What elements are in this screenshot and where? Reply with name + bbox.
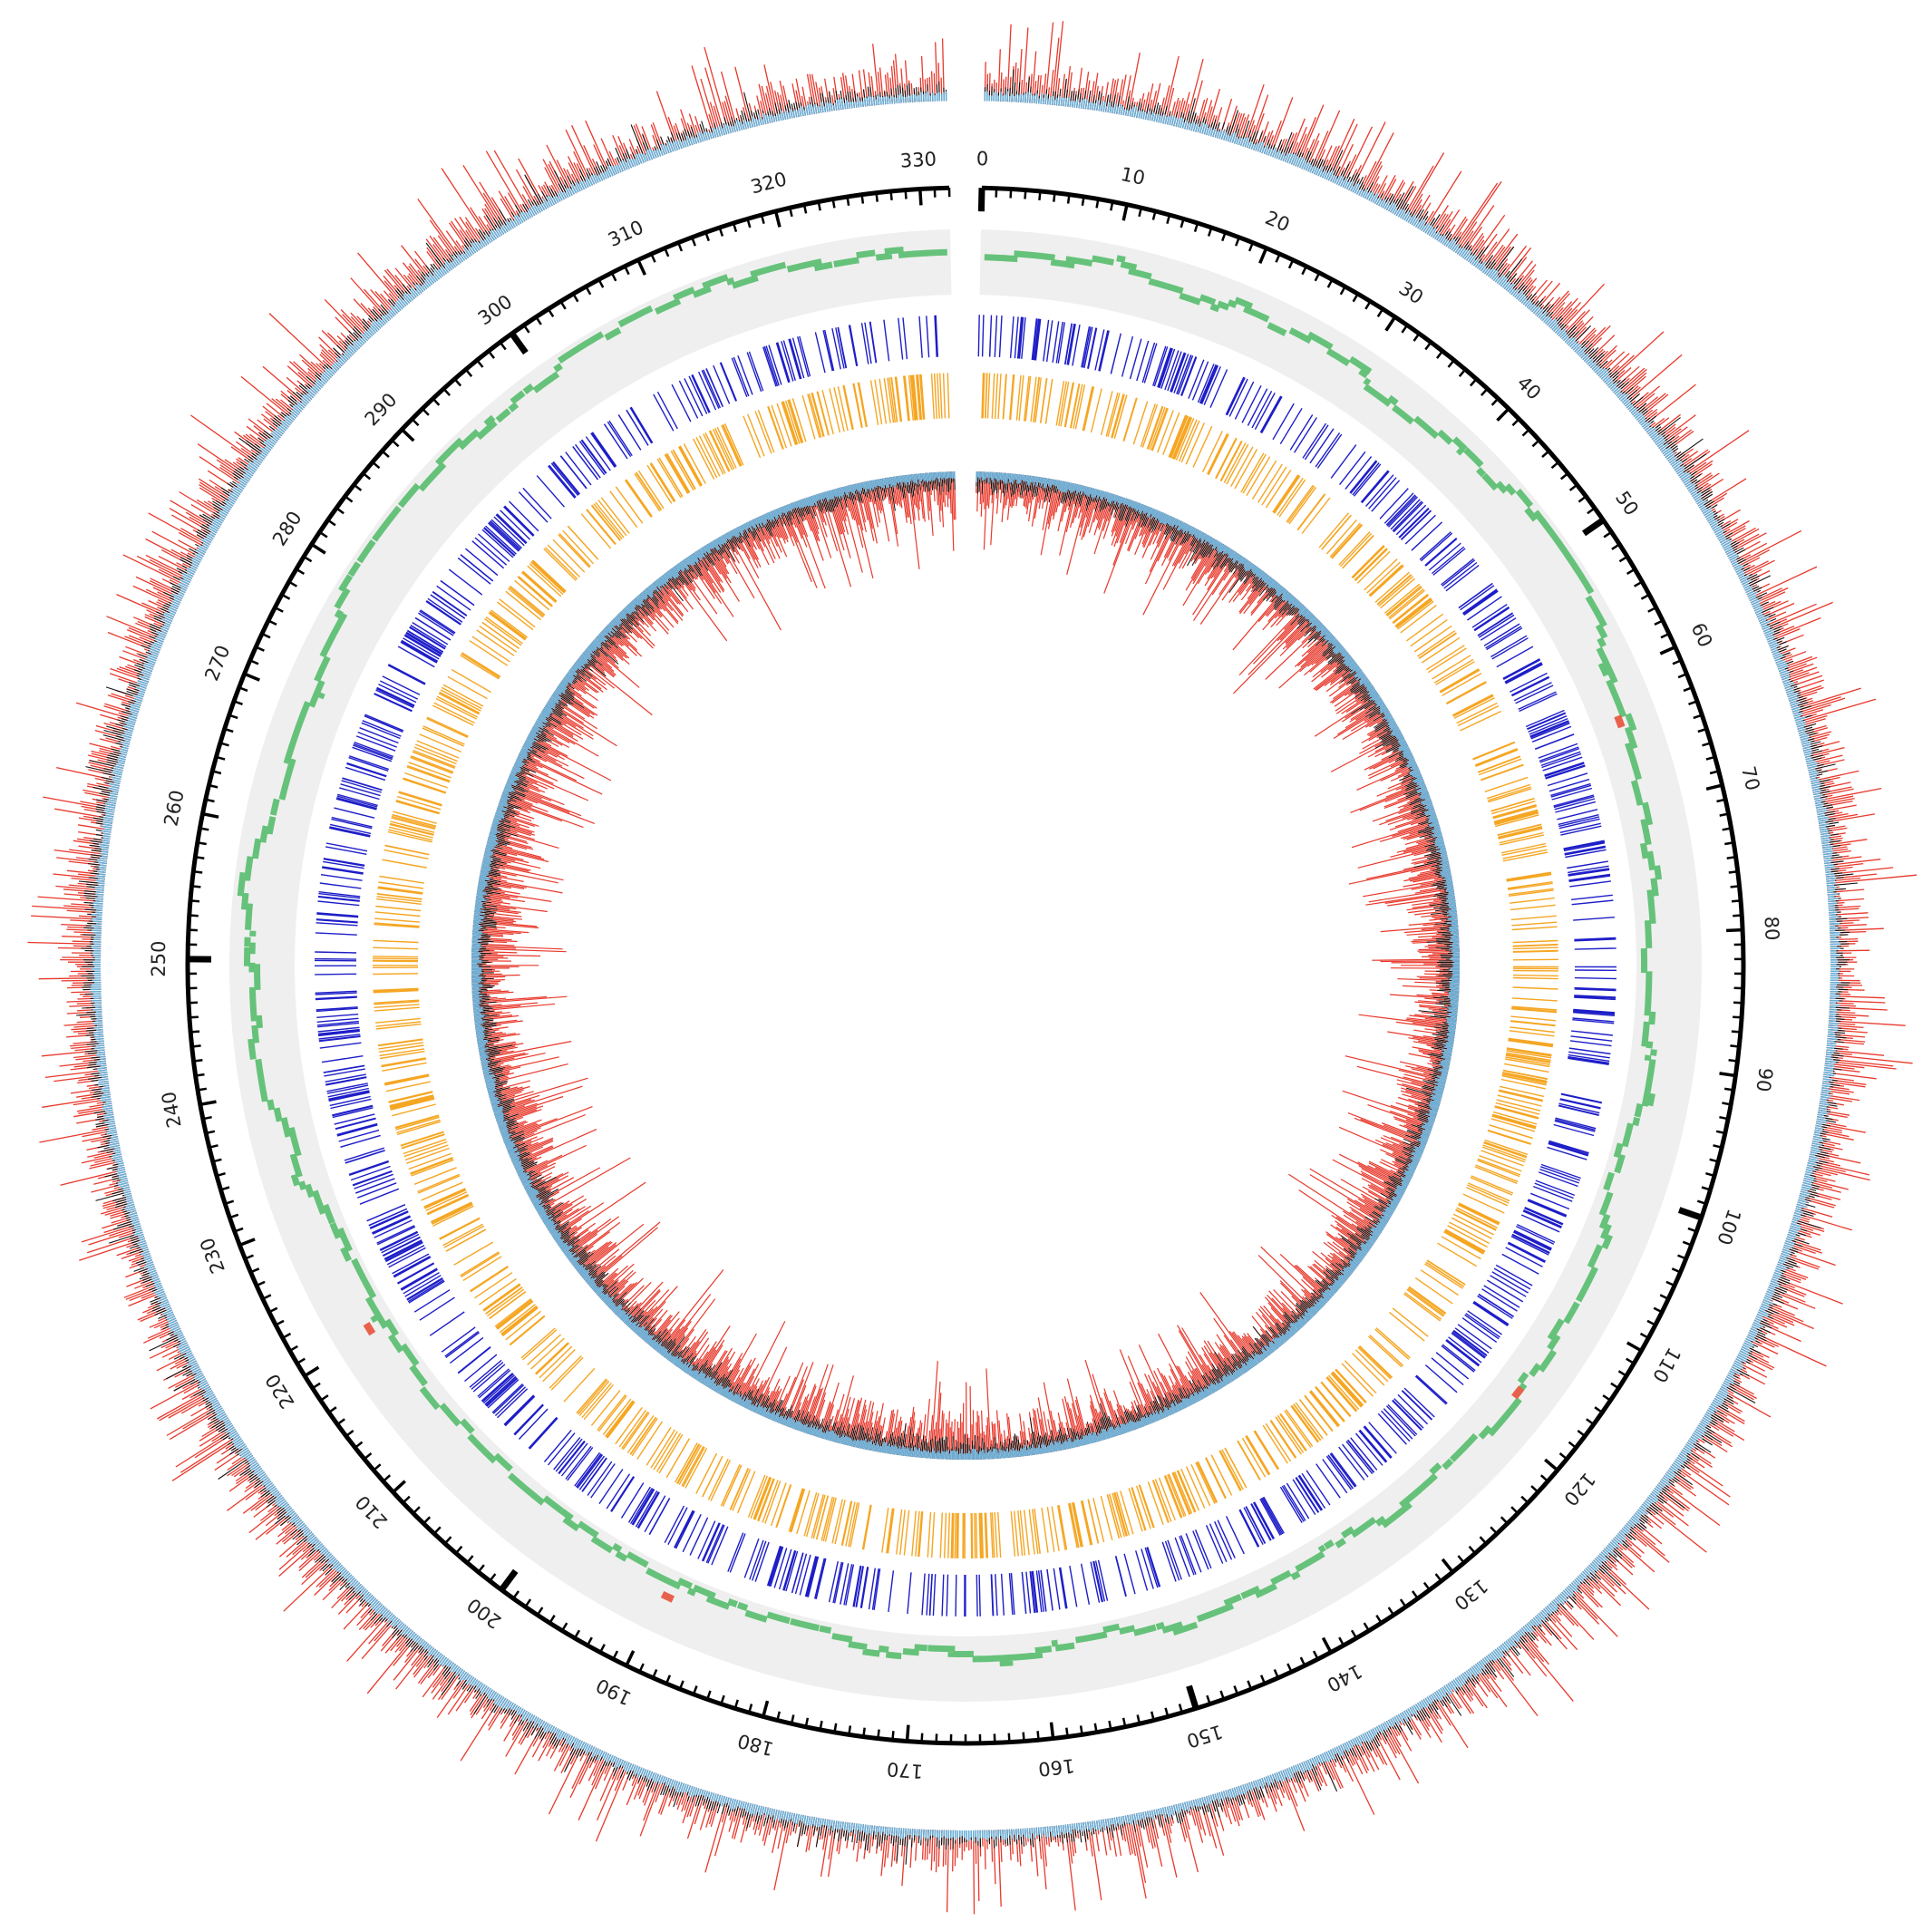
tick-label: 270 <box>200 642 234 684</box>
tick-label: 330 <box>899 148 937 171</box>
tick-label: 210 <box>351 1491 392 1533</box>
tick-label: 90 <box>1752 1066 1777 1093</box>
tick-label: 140 <box>1324 1660 1366 1696</box>
tick-label: 200 <box>463 1594 505 1633</box>
tick-label: 170 <box>886 1758 924 1782</box>
outer-coverage-track <box>27 21 1917 1915</box>
tick-label: 60 <box>1687 619 1717 650</box>
coverage-bars <box>471 471 1461 1461</box>
green-feature-blocks <box>237 247 1663 1667</box>
tick-label: 10 <box>1119 163 1147 189</box>
tick-label: 110 <box>1648 1344 1685 1386</box>
tick-label: 310 <box>605 216 646 251</box>
highlighted-feature <box>1511 1385 1525 1400</box>
tick-label: 280 <box>268 508 306 550</box>
coverage-bars <box>27 21 1917 1915</box>
tick-label: 80 <box>1760 916 1782 941</box>
tick-label: 240 <box>158 1090 186 1130</box>
highlighted-feature <box>1614 714 1626 729</box>
tick-label: 180 <box>735 1730 776 1761</box>
tick-label: 0 <box>976 148 989 170</box>
tick-label: 230 <box>196 1235 229 1277</box>
blue-tick-track <box>314 315 1617 1617</box>
tick-label: 290 <box>361 389 402 431</box>
orange-tick-track <box>372 373 1559 1559</box>
major-ticks <box>187 188 1703 1710</box>
highlighted-feature <box>363 1321 376 1336</box>
green-feature-track <box>237 247 1663 1667</box>
orange-tick-marks <box>372 373 1559 1559</box>
tick-label: 50 <box>1611 487 1643 519</box>
tick-label: 130 <box>1450 1575 1491 1615</box>
position-scale-axis <box>185 185 1746 1746</box>
tick-label: 160 <box>1037 1754 1076 1780</box>
minor-ticks <box>187 188 1744 1743</box>
tick-label: 30 <box>1395 277 1428 309</box>
tick-label: 320 <box>748 168 789 198</box>
highlighted-feature <box>660 1590 675 1603</box>
coverage-bars <box>90 91 1841 1841</box>
tick-label: 120 <box>1559 1468 1599 1510</box>
tick-label: 190 <box>593 1674 636 1709</box>
tick-label: 260 <box>160 788 188 828</box>
tick-label: 250 <box>148 940 170 976</box>
tick-label: 150 <box>1184 1721 1225 1752</box>
tick-label: 20 <box>1262 207 1293 236</box>
tick-label: 100 <box>1713 1207 1745 1248</box>
blue-tick-marks <box>314 315 1617 1617</box>
tick-label: 40 <box>1512 372 1545 404</box>
tick-label: 220 <box>261 1370 299 1413</box>
mid-ticks <box>199 189 1743 1742</box>
tick-label: 70 <box>1737 764 1764 793</box>
tick-label: 300 <box>474 291 517 330</box>
axis-line <box>185 185 1746 1746</box>
inner-coverage-track <box>471 471 1461 1461</box>
